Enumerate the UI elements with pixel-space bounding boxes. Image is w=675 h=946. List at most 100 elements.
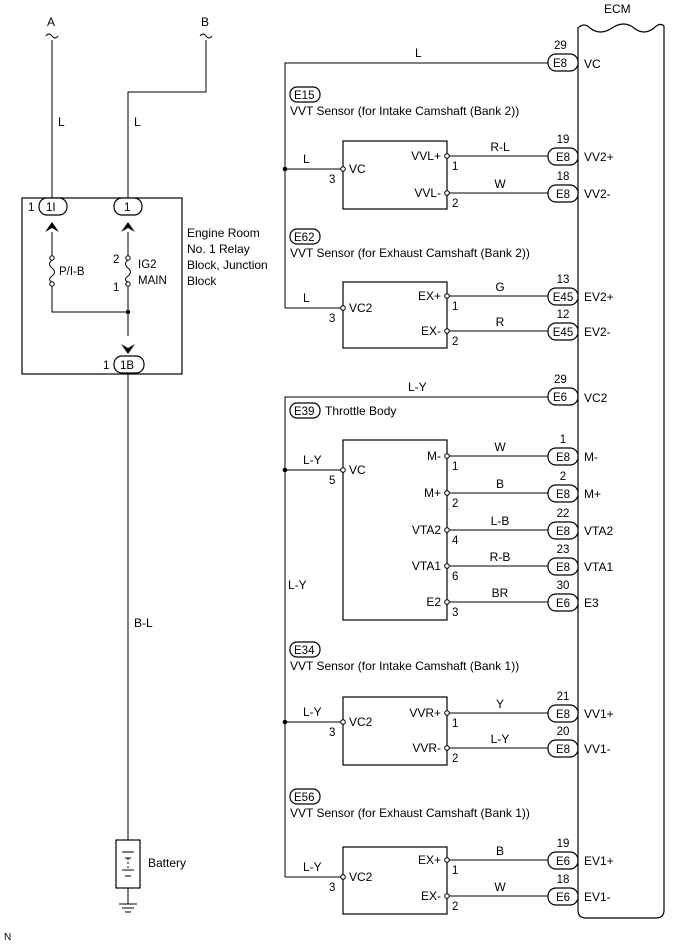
wire-color: B [496, 844, 504, 858]
signal-pin: 2 [452, 901, 458, 913]
relay-block-title-2: No. 1 Relay [187, 242, 250, 256]
component-code: E15 [294, 90, 314, 102]
wire-color: L-Y [491, 732, 510, 746]
ecm-connector: E6 [556, 892, 570, 904]
wire-a: A L [45, 15, 65, 202]
ecm-connector: E8 [556, 189, 570, 201]
ecm-vc2-terminal: VC2 [584, 391, 608, 405]
signal-pin: 1 [452, 461, 458, 473]
ig2-pin-bottom: 1 [113, 282, 119, 294]
ecm-pin: 23 [557, 544, 570, 556]
component-code: E34 [294, 645, 315, 657]
ecm-pin: 22 [557, 508, 570, 520]
ecm-connector: E45 [553, 327, 573, 339]
supply-color: L [303, 152, 310, 166]
ecm-pin: 18 [557, 171, 570, 183]
vc-bus: L E8 29 VC [284, 40, 601, 308]
ecm-terminal: VTA1 [584, 560, 613, 574]
supply-color: L [303, 291, 310, 305]
component-code: E56 [294, 792, 314, 804]
wire-b-color: L [134, 115, 141, 129]
ecm-pin: 19 [557, 134, 570, 146]
signal-terminal: EX+ [418, 853, 441, 867]
supply-pin: 3 [329, 313, 335, 325]
ecm-pin: 19 [557, 838, 570, 850]
battery-wire: B-L [127, 373, 153, 840]
ecm-pin: 30 [557, 580, 570, 592]
supply-color: L-Y [303, 705, 322, 719]
relay-block-title-3: Block, Junction [187, 258, 268, 272]
signal-pin: 2 [452, 336, 458, 348]
ecm-terminal: EV2- [584, 325, 611, 339]
ecm-connector: E6 [556, 856, 570, 868]
connector-1b-pin: 1 [103, 360, 109, 372]
signal-terminal: VVL- [414, 186, 441, 200]
signal-pin: 6 [452, 571, 458, 583]
component-code: E62 [294, 232, 314, 244]
ecm-terminal: VV1- [584, 742, 611, 756]
vc-bus-color: L [415, 46, 422, 60]
connector-1-label: 1 [124, 202, 130, 214]
signal-pin: 1 [452, 301, 458, 313]
fuse-pi-b-label: P/I-B [59, 266, 85, 278]
ecm-vc2-pin: 29 [554, 374, 567, 386]
supply-terminal: VC [349, 463, 366, 477]
supply-pin: 5 [329, 475, 335, 487]
wire-color: Y [496, 697, 504, 711]
ecm-terminal: VV1+ [584, 707, 614, 721]
supply-terminal: VC [349, 162, 366, 176]
wire-a-label: A [47, 15, 55, 29]
wire-color: R [496, 315, 505, 329]
ecm-terminal: VTA2 [584, 524, 613, 538]
wire-b-label: B [201, 15, 209, 29]
signal-pin: 2 [452, 498, 458, 510]
signal-pin: 3 [452, 607, 458, 619]
component-name: VVT Sensor (for Exhaust Camshaft (Bank 1… [290, 806, 530, 820]
vc2-bus: L-Y L-Y E6 29 VC2 [284, 374, 608, 877]
signal-pin: 1 [452, 161, 458, 173]
ecm-connector: E8 [556, 526, 570, 538]
ecm-connector: E8 [556, 744, 570, 756]
signal-terminal: EX- [421, 324, 441, 338]
ecm-terminal: M+ [584, 487, 601, 501]
footer-mark: N [4, 932, 11, 943]
ecm-connector-vc2: E6 29 VC2 [547, 374, 608, 406]
component-code: E39 [294, 406, 314, 418]
component-name: VVT Sensor (for Exhaust Camshaft (Bank 2… [290, 246, 530, 260]
ecm-terminal: VV2- [584, 187, 611, 201]
signal-pin: 2 [452, 753, 458, 765]
wire-color: G [495, 280, 504, 294]
signal-terminal: M+ [424, 486, 441, 500]
signal-pin: 4 [452, 535, 459, 547]
ecm-terminal: EV2+ [584, 290, 614, 304]
battery-label: Battery [148, 856, 186, 870]
signal-terminal: VTA2 [412, 523, 441, 537]
wire-color: BR [492, 586, 509, 600]
ecm-pin: 1 [560, 434, 566, 446]
ecm-pin: 21 [557, 691, 570, 703]
ecm-terminal: EV1- [584, 890, 611, 904]
ecm-vc-connector: E8 [553, 58, 567, 70]
wire-color: B [496, 477, 504, 491]
connector-1i-pin: 1 [28, 202, 34, 214]
ecm-vc2-connector: E6 [553, 392, 567, 404]
supply-color: L-Y [303, 453, 322, 467]
connector-1b-label: 1B [120, 360, 134, 372]
ecm-terminal: E3 [584, 596, 599, 610]
component-name: Throttle Body [325, 404, 396, 418]
fuse-main-label: MAIN [138, 275, 167, 287]
supply-terminal: VC2 [349, 301, 373, 315]
wire-color: W [494, 177, 506, 191]
fuse-ig2-label: IG2 [138, 259, 157, 271]
ecm-connector: E6 [556, 598, 570, 610]
signal-pin: 1 [452, 865, 458, 877]
ecm-terminal: EV1+ [584, 854, 614, 868]
